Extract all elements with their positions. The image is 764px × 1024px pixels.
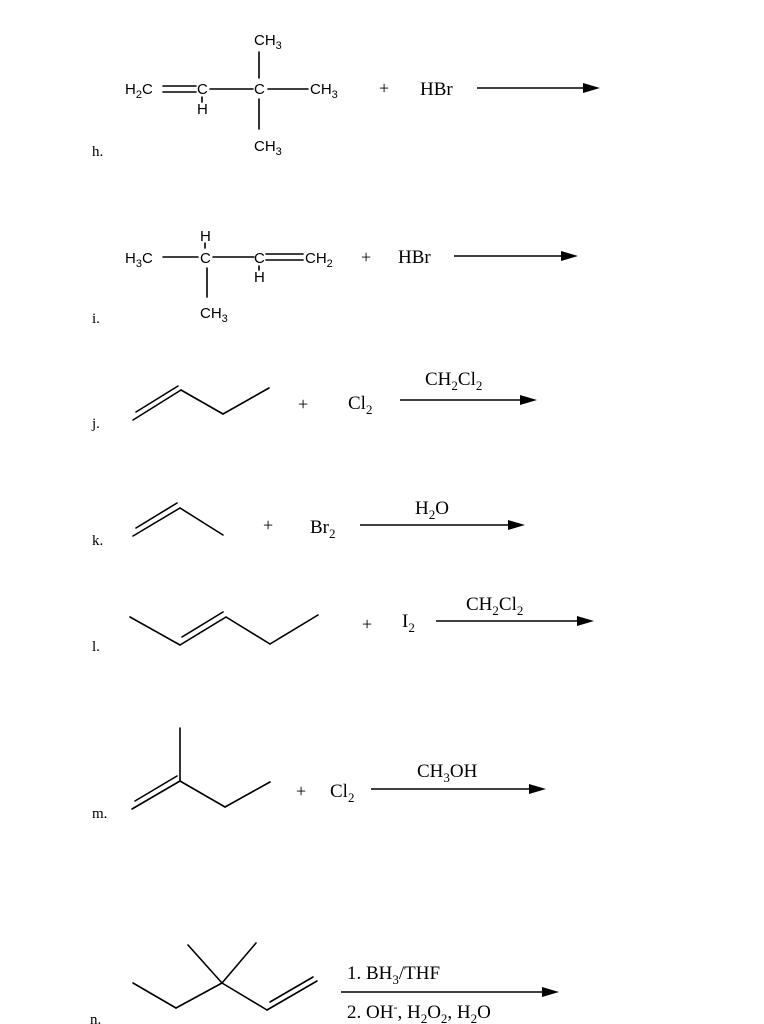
bond-3 (225, 616, 271, 645)
atom-h-top: H (200, 228, 211, 245)
bond-2 (180, 389, 224, 415)
bond-2 (175, 982, 223, 1009)
condition: CH2Cl2 (466, 594, 523, 618)
arrow-head (508, 520, 525, 530)
bond-methyl-a (187, 944, 223, 984)
atom-cq: C (254, 81, 265, 98)
atom-h-bottom: H (254, 269, 265, 286)
condition-step-2: 2. OH-, H2O2, H2O (347, 1000, 491, 1024)
bond-4-double (269, 976, 314, 1003)
condition: CH3OH (417, 761, 478, 785)
bond-1 (131, 780, 181, 810)
plus-sign: + (362, 614, 372, 634)
bond-2 (179, 616, 227, 646)
plus-sign: + (296, 781, 306, 801)
condition: H2O (415, 498, 449, 522)
bond-1-double (134, 775, 178, 802)
arrow-head (561, 251, 578, 261)
condition-step-1: 1. BH3/THF (347, 963, 440, 987)
arrow-head (542, 987, 559, 997)
bond-3 (221, 982, 268, 1011)
reagent: HBr (398, 247, 431, 268)
plus-sign: + (361, 247, 371, 267)
atom-h2c: H2C (125, 81, 153, 101)
arrow-head (583, 83, 600, 93)
atom-h3c: H3C (125, 250, 153, 270)
bond-3 (224, 781, 271, 808)
plus-sign: + (379, 78, 389, 98)
reagent: Cl2 (348, 393, 372, 417)
bond-1 (132, 982, 177, 1009)
atom-me-top: CH3 (254, 32, 282, 52)
bond-3 (222, 387, 270, 415)
label-l: l. (92, 639, 100, 655)
arrow-head (529, 784, 546, 794)
bond-4 (266, 980, 318, 1011)
plus-sign: + (263, 515, 273, 535)
reaction-h: h. H2C C H C CH3 CH3 CH3 + HBr (92, 32, 600, 160)
condition: CH2Cl2 (425, 369, 482, 393)
bond-1-double (135, 385, 179, 413)
atom-h: H (197, 101, 208, 118)
bond-1 (132, 389, 182, 421)
atom-ch: C (254, 250, 265, 267)
reagent: Br2 (310, 517, 336, 541)
bond-1-double (135, 502, 178, 529)
bond-2-double (181, 611, 224, 638)
reaction-k: k. + Br2 H2O (92, 498, 525, 549)
label-i: i. (92, 311, 100, 327)
atom-ch: C (197, 81, 208, 98)
bond-4 (269, 614, 319, 645)
reagent: I2 (402, 611, 415, 635)
reagent: Cl2 (330, 781, 354, 805)
atom-me-bottom: CH3 (200, 305, 228, 325)
reaction-j: j. + Cl2 CH2Cl2 (91, 369, 537, 432)
bond-1 (132, 507, 181, 537)
atom-me-right: CH3 (310, 81, 338, 101)
reaction-n: n. 1. BH3/THF 2. OH-, H2O2, H2O (90, 942, 559, 1024)
plus-sign: + (298, 394, 308, 414)
label-j: j. (91, 416, 100, 432)
bond-1 (129, 616, 181, 646)
arrow-head (577, 616, 594, 626)
reaction-l: l. + I2 CH2Cl2 (92, 594, 594, 655)
label-n: n. (90, 1012, 101, 1024)
label-m: m. (92, 806, 107, 822)
bond-2 (179, 780, 226, 808)
label-k: k. (92, 533, 103, 549)
atom-me-bottom: CH3 (254, 138, 282, 158)
reaction-i: i. H3C H C CH3 C H CH2 + HBr (92, 228, 578, 327)
reaction-m: m. + Cl2 CH3OH (92, 727, 546, 822)
atom-ch2: CH2 (305, 250, 333, 270)
label-h: h. (92, 144, 103, 160)
bond-2 (179, 507, 224, 536)
arrow-head (520, 395, 537, 405)
reagent: HBr (420, 79, 453, 100)
bond-methyl-b (221, 942, 257, 984)
atom-cq: C (200, 250, 211, 267)
